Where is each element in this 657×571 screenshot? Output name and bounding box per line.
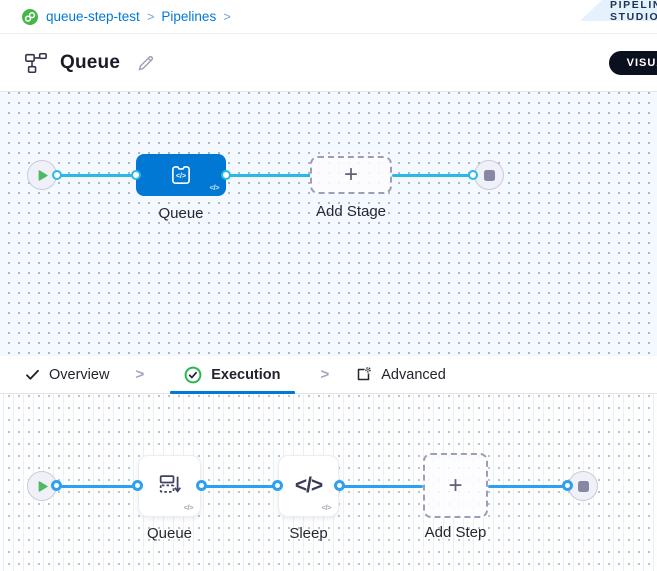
connector-line (339, 484, 423, 488)
connector-dot[interactable] (131, 170, 141, 180)
pipeline-end-node (474, 160, 504, 190)
breadcrumb-separator: > (223, 9, 231, 24)
step-label: Queue (146, 525, 193, 542)
connector-dot[interactable] (562, 480, 573, 491)
pipeline-icon (25, 52, 47, 73)
connector-line (392, 173, 474, 177)
svg-text:</>: </> (176, 173, 186, 180)
plus-icon: + (343, 161, 358, 188)
tab-separator: > (320, 366, 330, 383)
step-yaml-glyph: </> (321, 503, 332, 512)
add-stage-button[interactable]: + (310, 156, 392, 194)
connector-dot[interactable] (52, 170, 62, 180)
check-circle-icon (184, 366, 202, 383)
visual-yaml-toggle[interactable]: VISUAL (608, 51, 657, 75)
stage-config-tabs: Overview > Execution > Advanced (0, 356, 657, 394)
tab-label: Execution (211, 366, 281, 383)
plus-icon: + (448, 471, 463, 499)
connector-dot[interactable] (272, 480, 283, 491)
tab-execution[interactable]: Execution (170, 356, 295, 394)
stage-yaml-glyph: </> (209, 183, 220, 192)
stop-icon (577, 480, 589, 492)
queue-step-icon (159, 475, 181, 493)
page-title: Queue (60, 51, 121, 73)
breadcrumb-pipelines-link[interactable]: Pipelines (161, 9, 217, 24)
connector-dot[interactable] (221, 170, 231, 180)
play-icon (38, 480, 48, 492)
connector-dot[interactable] (51, 480, 62, 491)
connector-dot[interactable] (132, 480, 143, 491)
stage-graph-canvas[interactable]: </> </> Queue + Add Stage (0, 92, 657, 356)
step-label: Sleep (289, 525, 328, 542)
edit-pencil-icon[interactable] (136, 53, 156, 73)
connector-dot[interactable] (196, 480, 207, 491)
code-icon: </> (294, 474, 323, 497)
play-icon (38, 169, 48, 181)
execution-graph-canvas[interactable]: </> Queue </> </> Sleep + Add Step (0, 394, 657, 571)
execution-end-node (568, 471, 598, 501)
tab-label: Overview (49, 366, 110, 383)
connector-line (57, 484, 138, 488)
advanced-gear-box-icon (358, 367, 372, 381)
title-bar: Queue VISUAL (0, 34, 657, 92)
connector-line (201, 484, 278, 488)
step-node-sleep[interactable]: </> </> (278, 455, 339, 517)
pipeline-start-node (27, 160, 57, 190)
connector-line (226, 173, 311, 177)
tab-label: Advanced (381, 366, 446, 383)
harness-logo-icon (22, 8, 38, 25)
custom-stage-icon: </> (172, 166, 190, 184)
add-step-button[interactable]: + (423, 453, 488, 518)
stage-node-queue[interactable]: </> </> (136, 154, 226, 196)
tab-advanced[interactable]: Advanced (355, 356, 446, 393)
stage-label: Queue (158, 205, 204, 222)
breadcrumb: queue-step-test > Pipelines > PIPELINE S… (0, 0, 657, 34)
connector-line (57, 173, 137, 177)
tab-overview[interactable]: Overview (25, 356, 109, 393)
breadcrumb-separator: > (146, 9, 155, 24)
breadcrumb-project-link[interactable]: queue-step-test (46, 9, 140, 24)
add-stage-label: Add Stage (315, 203, 387, 220)
tab-separator: > (135, 366, 145, 383)
connector-line (488, 484, 568, 488)
step-node-queue[interactable]: </> (138, 455, 201, 517)
step-yaml-glyph: </> (183, 503, 194, 512)
pipeline-studio-ribbon: PIPELINE STUDIO (580, 0, 657, 21)
add-step-label: Add Step (424, 524, 487, 541)
connector-dot[interactable] (334, 480, 345, 491)
connector-dot[interactable] (468, 170, 478, 180)
stop-icon (483, 169, 495, 181)
check-icon (26, 369, 39, 380)
